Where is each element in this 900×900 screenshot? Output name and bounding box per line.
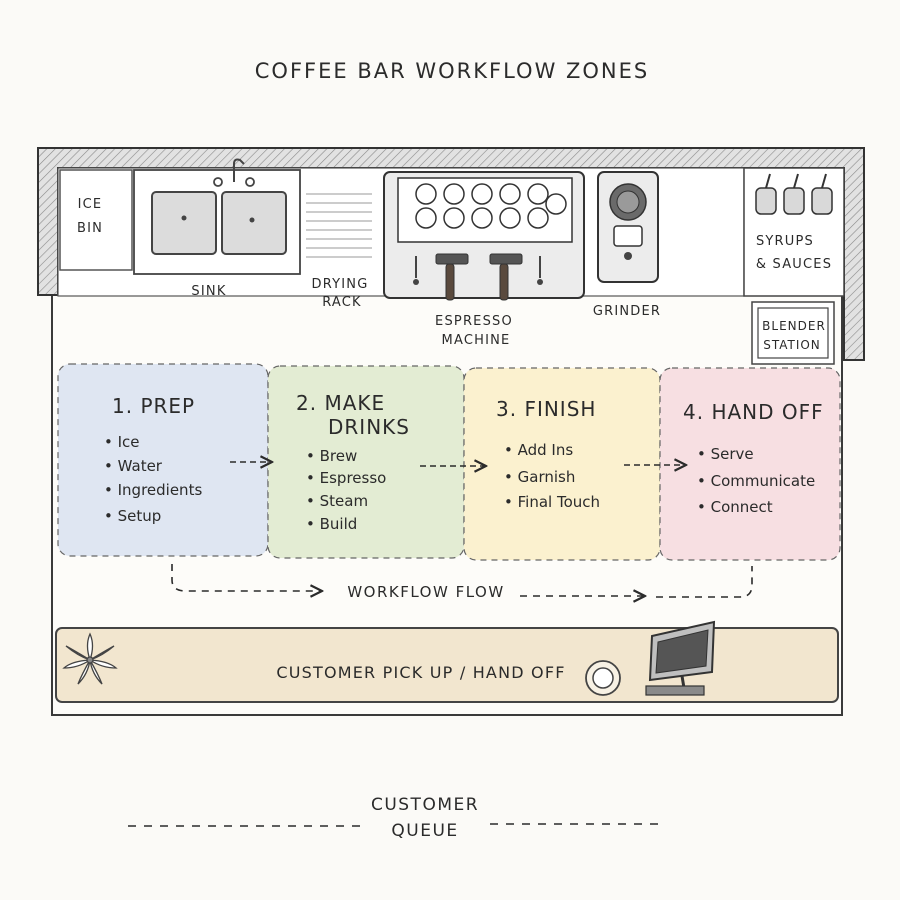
faucet-icon	[233, 158, 245, 182]
zone-finish-item: • Garnish	[504, 468, 575, 486]
zone-finish-item: • Final Touch	[504, 493, 600, 511]
espresso-machine: ESPRESSO MACHINE	[383, 171, 585, 348]
zone-make-item: • Steam	[306, 492, 368, 510]
ice-bin-label-2: BIN	[77, 221, 103, 236]
workflow-return-line	[656, 566, 753, 598]
diagram-title: COFFEE BAR WORKFLOW ZONES	[255, 59, 649, 83]
zone-finish-title: 3. FINISH	[496, 397, 596, 421]
syrup-bottle-icon	[755, 187, 777, 215]
pickup-bell-icon	[585, 660, 621, 696]
portafilter-right-icon	[499, 263, 509, 301]
zone-handoff-title: 4. HAND OFF	[683, 400, 824, 424]
blender-label-1: BLENDER	[762, 319, 826, 333]
portafilter-left-icon	[445, 263, 455, 301]
zone-handoff-item: • Connect	[697, 498, 773, 516]
zone-make-item: • Build	[306, 515, 357, 533]
zone-prep-title: 1. PREP	[112, 394, 195, 418]
zone-make-item: • Espresso	[306, 469, 386, 487]
counter-label: CUSTOMER PICK UP / HAND OFF	[276, 663, 565, 682]
blender-label-2: STATION	[763, 338, 821, 352]
drying-rack-label-2: RACK	[322, 295, 362, 310]
queue-label-2: QUEUE	[391, 821, 458, 841]
syrups-label-1: SYRUPS	[756, 234, 814, 249]
plant-icon	[62, 632, 118, 685]
zone-finish: 3. FINISH • Add Ins • Garnish • Final To…	[463, 367, 661, 561]
zone-prep: 1. PREP • Ice • Water • Ingredients • Se…	[57, 363, 269, 557]
zone-prep-item: • Water	[104, 457, 163, 475]
zone-handoff-item: • Serve	[697, 445, 754, 463]
pos-terminal-icon	[645, 620, 716, 696]
customer-queue: CUSTOMER QUEUE	[128, 795, 662, 841]
zone-make-item: • Brew	[306, 447, 357, 465]
ice-bin: ICE BIN	[59, 169, 133, 271]
sink-label: SINK	[191, 284, 226, 299]
syrups-label-2: & SAUCES	[756, 257, 832, 272]
syrup-bottle-icon	[811, 187, 833, 215]
grinder-label: GRINDER	[593, 304, 661, 319]
drying-rack: DRYING RACK	[306, 193, 372, 310]
customer-counter: CUSTOMER PICK UP / HAND OFF	[55, 620, 839, 703]
zone-hand-off: 4. HAND OFF • Serve • Communicate • Conn…	[659, 367, 841, 561]
zone-make-title-2: DRINKS	[328, 415, 410, 439]
syrups-station: SYRUPS & SAUCES	[743, 167, 845, 297]
syrup-bottle-icon	[783, 187, 805, 215]
workflow-arrow-left	[171, 564, 322, 591]
sink: SINK	[133, 158, 301, 299]
zone-prep-item: • Setup	[104, 507, 161, 525]
zone-make-title-1: 2. MAKE	[296, 391, 385, 415]
drying-rack-label-1: DRYING	[312, 277, 369, 292]
workflow-flow-label: WORKFLOW FLOW	[347, 583, 504, 601]
zone-prep-item: • Ice	[104, 433, 140, 451]
blender-station: BLENDER STATION	[751, 301, 835, 365]
queue-label-1: CUSTOMER	[371, 795, 479, 815]
espresso-label-1: ESPRESSO	[435, 314, 513, 329]
ice-bin-label-1: ICE	[78, 197, 103, 212]
zone-make-drinks: 2. MAKE DRINKS • Brew • Espresso • Steam…	[267, 365, 465, 559]
zone-prep-item: • Ingredients	[104, 481, 202, 499]
zone-finish-item: • Add Ins	[504, 441, 573, 459]
espresso-label-2: MACHINE	[442, 333, 511, 348]
zone-handoff-item: • Communicate	[697, 472, 815, 490]
grinder: GRINDER	[593, 171, 661, 319]
